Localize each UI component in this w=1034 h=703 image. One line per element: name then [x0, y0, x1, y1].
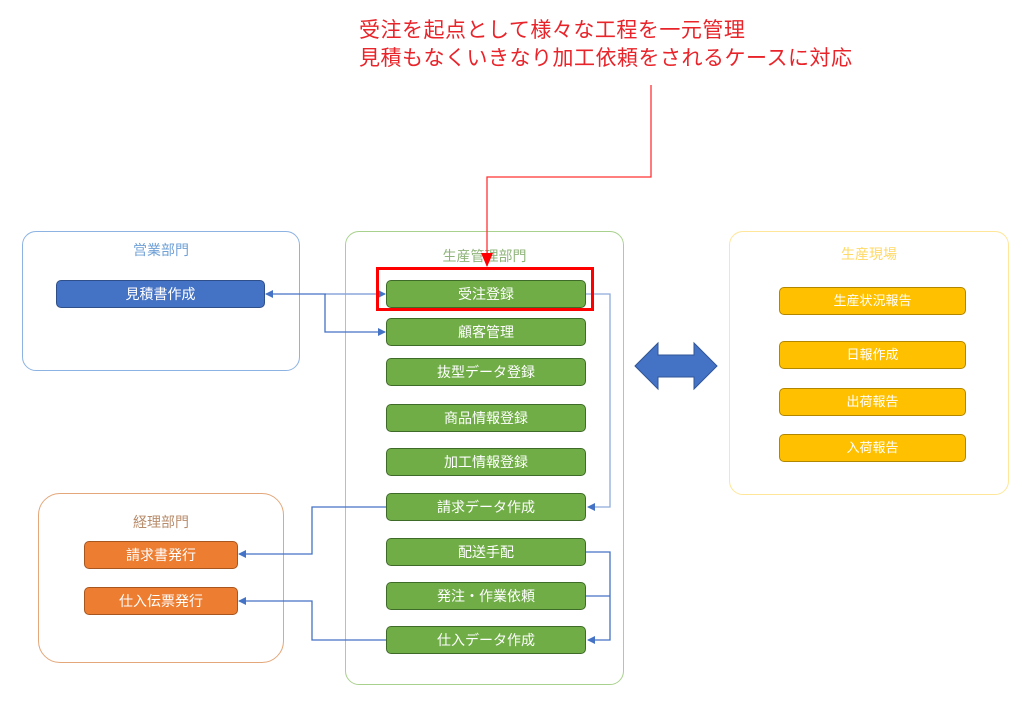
node-receipt-report[interactable]: 入荷報告 [779, 434, 966, 462]
node-product-info-registration[interactable]: 商品情報登録 [386, 404, 586, 432]
node-die-data-registration[interactable]: 抜型データ登録 [386, 358, 586, 386]
node-production-status-report[interactable]: 生産状況報告 [779, 287, 966, 315]
node-delivery-arrangement[interactable]: 配送手配 [386, 538, 586, 566]
node-daily-report-creation[interactable]: 日報作成 [779, 341, 966, 369]
annotation-line-1: 受注を起点として様々な工程を一元管理 [359, 18, 746, 42]
node-estimate-creation[interactable]: 見積書作成 [56, 280, 265, 308]
group-production-management-title: 生産管理部門 [442, 249, 527, 265]
node-shipment-report[interactable]: 出荷報告 [779, 388, 966, 416]
node-customer-management[interactable]: 顧客管理 [386, 318, 586, 346]
highlight-order-registration [376, 267, 594, 311]
node-order-registration[interactable]: 受注登録 [386, 280, 586, 308]
group-accounting-title: 経理部門 [133, 515, 189, 531]
annotation-text: 受注を起点として様々な工程を一元管理 見積もなくいきなり加工依頼をされるケースに… [359, 16, 852, 72]
node-processing-info-registration[interactable]: 加工情報登録 [386, 448, 586, 476]
node-invoice-issuance[interactable]: 請求書発行 [84, 541, 238, 569]
group-production-site-title: 生産現場 [841, 247, 897, 263]
annotation-line-2: 見積もなくいきなり加工依頼をされるケースに対応 [359, 46, 853, 70]
node-billing-data-creation[interactable]: 請求データ作成 [386, 493, 586, 521]
group-sales-title: 営業部門 [133, 243, 189, 259]
bidirectional-arrow-icon [634, 341, 718, 391]
node-purchase-data-creation[interactable]: 仕入データ作成 [386, 626, 586, 654]
node-purchase-slip-issuance[interactable]: 仕入伝票発行 [84, 587, 238, 615]
node-order-work-request[interactable]: 発注・作業依頼 [386, 582, 586, 610]
group-accounting: 経理部門 [38, 493, 284, 663]
